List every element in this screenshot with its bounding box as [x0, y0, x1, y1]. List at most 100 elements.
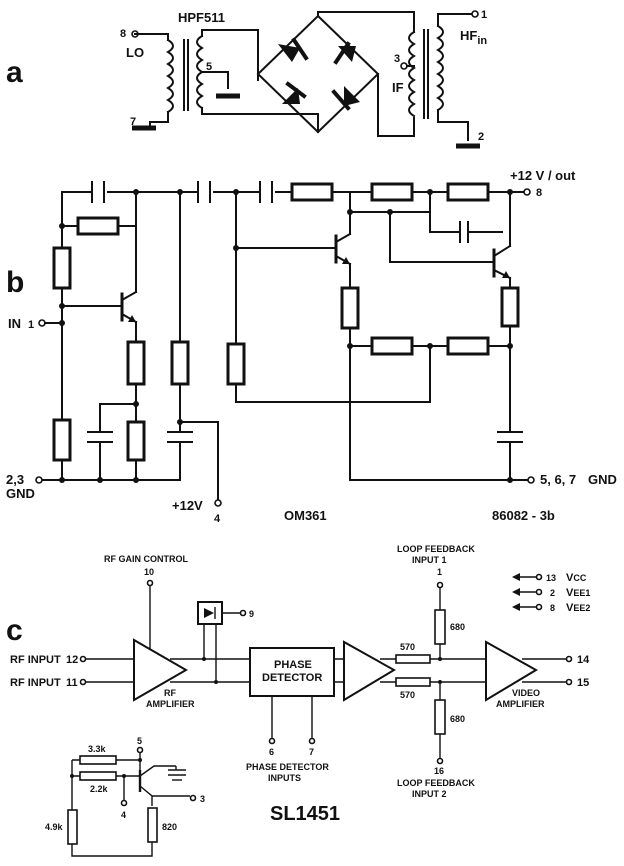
rf-amp-label-1: RF	[164, 688, 176, 698]
ring-right-wire	[377, 73, 415, 137]
if-label: IF	[392, 80, 404, 95]
supply-in-label: +12V	[172, 498, 203, 513]
pd-inputs-label-2: INPUTS	[268, 773, 301, 783]
pin-7-a: 7	[130, 116, 136, 128]
pd-inputs-label-1: PHASE DETECTOR	[246, 762, 329, 772]
loop-fb1-terminal	[436, 581, 444, 589]
resistor-570-a	[395, 654, 431, 664]
diode-4-icon	[344, 86, 360, 106]
r570a-label: 570	[400, 642, 415, 652]
r33k-label: 3.3k	[88, 744, 107, 754]
video-amp-label-2: AMPLIFIER	[496, 699, 545, 709]
hf-terminal	[471, 10, 479, 18]
r570b-label: 570	[400, 690, 415, 700]
section-label-c: c	[6, 614, 23, 647]
om361-label: OM361	[284, 508, 327, 523]
resistor-top-3	[446, 182, 490, 202]
pin-15-terminal	[565, 678, 573, 686]
gnd-terminal-left	[35, 476, 43, 484]
gnd-label-right: GND	[588, 472, 617, 487]
pin-6: 6	[269, 747, 274, 757]
pin-3-terminal	[189, 794, 197, 802]
loop-fb1-label-2: INPUT 1	[412, 555, 447, 565]
supply-pins: 13 VCC 2 VEE1 8 VEE2	[512, 572, 590, 614]
capacitor-bias	[168, 766, 186, 776]
pin-2-a: 2	[478, 131, 484, 143]
rf-gain-control-label: RF GAIN CONTROL	[104, 554, 188, 564]
pin-10: 10	[144, 567, 154, 577]
video-amplifier	[485, 640, 538, 702]
supply-in-terminal	[214, 499, 222, 507]
r820-label: 820	[162, 822, 177, 832]
capacitor-col-2	[167, 383, 193, 481]
resistor-col-2	[170, 340, 190, 386]
rf-input-1-label: RF INPUT	[10, 654, 61, 666]
gnd-pins-left: 2,3	[6, 472, 24, 487]
pin-6-terminal	[268, 737, 276, 745]
in-label: IN	[8, 316, 21, 331]
video-amp-label-1: VIDEO	[512, 688, 540, 698]
pin-4-terminal	[120, 799, 128, 807]
lo-wire-bottom	[149, 111, 169, 127]
pin-4: 4	[121, 810, 126, 820]
diode-1-icon	[278, 44, 300, 62]
pin-5-c: 5	[137, 736, 142, 746]
resistor-mid-1	[226, 342, 246, 386]
lo-label: LO	[126, 45, 144, 60]
resistor-left-lower	[52, 418, 72, 462]
resistor-right	[500, 286, 520, 328]
pin-7-terminal	[308, 737, 316, 745]
resistor-3-3k	[79, 755, 117, 765]
resistor-570-b	[395, 677, 431, 687]
rf-input-2-terminal	[79, 678, 87, 686]
pin-8-a: 8	[120, 28, 126, 40]
resistor-mid-4	[446, 336, 490, 356]
figure-code: 86082 - 3b	[492, 508, 555, 523]
rf-gain-terminal	[146, 579, 154, 587]
if-coil	[408, 30, 416, 118]
resistor-feedback	[76, 216, 120, 236]
pin-1-a: 1	[481, 9, 487, 21]
diode-c-icon	[204, 608, 214, 618]
resistor-top-1	[290, 182, 334, 202]
pin-2-c: 2	[550, 588, 555, 598]
out-terminal	[523, 188, 531, 196]
junction-dots-b	[59, 189, 513, 483]
section-label-a: a	[6, 56, 23, 89]
hf-coil	[436, 24, 444, 112]
ring-top-wire	[317, 11, 415, 33]
hpf511-label: HPF511	[178, 10, 225, 25]
pin-7: 7	[309, 747, 314, 757]
resistor-4-9k	[67, 809, 78, 845]
hf-label: HFin	[460, 28, 487, 47]
vee1-label: VEE1	[566, 587, 590, 599]
resistor-left-upper	[52, 246, 72, 290]
arrow-vee1-icon	[512, 588, 520, 596]
loop-fb2-label-2: INPUT 2	[412, 789, 447, 799]
r680a-label: 680	[450, 622, 465, 632]
resistor-emitter-1	[126, 340, 146, 386]
lo-wire-top	[134, 33, 169, 41]
loop-fb2-terminal	[436, 757, 444, 765]
vcc-label: VCC	[566, 572, 587, 584]
pin-8-b: 8	[536, 187, 542, 199]
limiter-amplifier	[343, 640, 396, 702]
pin-9: 9	[249, 609, 254, 619]
section-label-b: b	[6, 266, 24, 299]
r680b-label: 680	[450, 714, 465, 724]
sl1451-label: SL1451	[270, 803, 340, 825]
supply-in-pin: 4	[214, 513, 221, 525]
gnd-label-left: GND	[6, 486, 35, 501]
vee2-label: VEE2	[566, 602, 590, 614]
pin-12: 12	[66, 654, 78, 666]
loop-fb2-label-1: LOOP FEEDBACK	[397, 778, 475, 788]
gnd-terminal-right	[527, 476, 535, 484]
phase-detector-label-2: DETECTOR	[262, 672, 322, 684]
center-tap-wire	[201, 71, 229, 89]
gnd-pins-right: 5, 6, 7	[540, 472, 576, 487]
pin-15: 15	[577, 677, 589, 689]
resistor-680-a	[434, 609, 446, 645]
resistor-top-2	[370, 182, 414, 202]
arrow-vee2-icon	[512, 603, 520, 611]
